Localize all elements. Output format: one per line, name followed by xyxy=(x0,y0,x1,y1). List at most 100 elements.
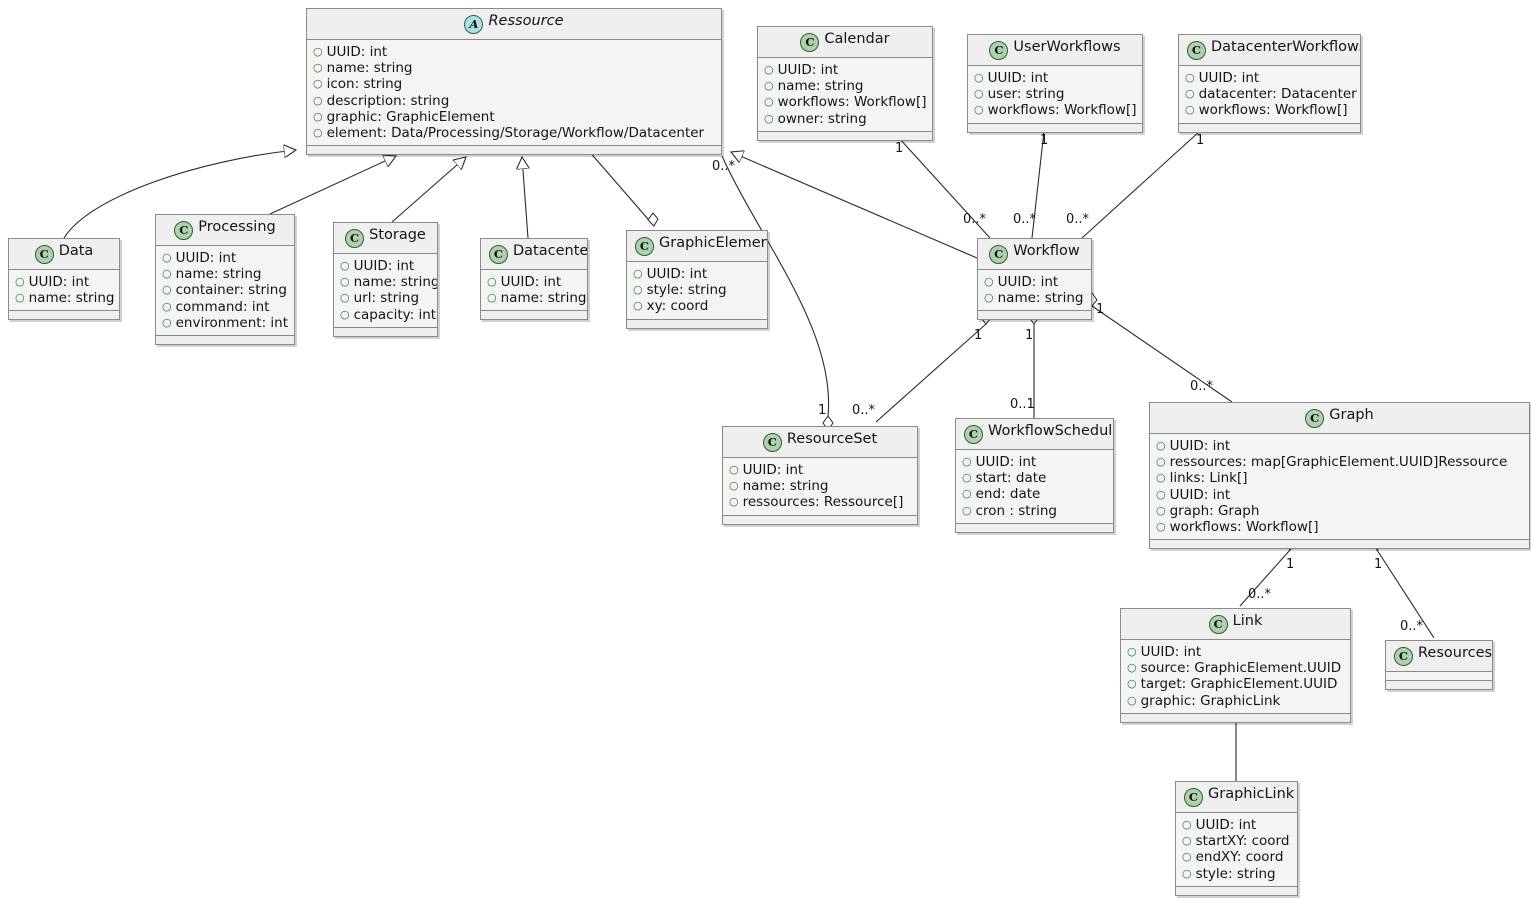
attribute-text: graphic: GraphicElement xyxy=(326,108,495,125)
public-visibility-icon: ○ xyxy=(1127,693,1137,707)
class-icon: C xyxy=(489,245,508,264)
public-visibility-icon: ○ xyxy=(962,503,972,517)
attribute-row: ○xy: coord xyxy=(633,298,761,314)
public-visibility-icon: ○ xyxy=(1127,645,1137,658)
public-visibility-icon: ○ xyxy=(764,111,774,125)
class-methods-compartment xyxy=(758,131,932,140)
attribute-row: ○links: Link[] xyxy=(1156,470,1523,486)
attribute-text: owner: string xyxy=(777,110,867,127)
public-visibility-icon: ○ xyxy=(313,126,323,140)
attribute-text: user: string xyxy=(987,86,1065,103)
attribute-row: ○UUID: int xyxy=(313,44,715,60)
attribute-text: links: Link[] xyxy=(1169,470,1248,487)
attribute-text: name: string xyxy=(997,290,1084,307)
attribute-row: ○capacity: int xyxy=(340,307,436,323)
attribute-row: ○graphic: GraphicLink xyxy=(1127,693,1344,709)
public-visibility-icon: ○ xyxy=(1182,850,1192,864)
public-visibility-icon: ○ xyxy=(340,275,350,289)
multiplicity-label: 1 xyxy=(1196,133,1205,148)
class-methods-compartment xyxy=(1179,123,1360,132)
public-visibility-icon: ○ xyxy=(764,79,774,93)
class-attributes-workflow: ○UUID: int○name: string xyxy=(978,270,1091,312)
class-methods-compartment xyxy=(9,311,119,320)
attribute-row: ○name: string xyxy=(162,266,288,282)
public-visibility-icon: ○ xyxy=(962,471,972,485)
multiplicity-label: 1 xyxy=(1096,302,1105,317)
attribute-text: environment: int xyxy=(175,314,289,331)
attribute-row: ○endXY: coord xyxy=(1182,849,1291,865)
attribute-text: UUID: int xyxy=(1195,817,1257,833)
class-name: DatacenterWorkflows xyxy=(1211,39,1361,55)
attribute-text: UUID: int xyxy=(28,274,90,290)
public-visibility-icon: ○ xyxy=(313,61,323,75)
class-attributes-resourceset: ○UUID: int○name: string○ressources: Ress… xyxy=(723,458,917,516)
class-attributes-data: ○UUID: int○name: string xyxy=(9,270,119,312)
attribute-text: name: string xyxy=(777,78,864,95)
attribute-text: ressources: map[GraphicElement.UUID]Ress… xyxy=(1169,454,1508,471)
attribute-text: xy: coord xyxy=(646,298,709,315)
diamond-ressource-graphicelement xyxy=(647,212,659,227)
class-icon: C xyxy=(989,41,1009,60)
public-visibility-icon: ○ xyxy=(974,87,984,101)
attribute-row: ○name: string xyxy=(764,78,926,94)
class-methods-compartment xyxy=(156,336,294,345)
attribute-text: workflows: Workflow[] xyxy=(777,94,927,111)
attribute-text: workflows: Workflow[] xyxy=(987,102,1137,119)
public-visibility-icon: ○ xyxy=(1185,87,1195,101)
class-name: Ressource xyxy=(488,13,564,29)
class-icon: C xyxy=(1184,788,1203,807)
class-attributes-graph: ○UUID: int○ressources: map[GraphicElemen… xyxy=(1150,434,1529,541)
attribute-row: ○UUID: int xyxy=(633,266,761,282)
attribute-text: name: string xyxy=(500,290,587,307)
public-visibility-icon: ○ xyxy=(984,275,994,288)
class-methods-compartment xyxy=(627,319,767,328)
attribute-text: cron : string xyxy=(975,502,1057,519)
attribute-row: ○end: date xyxy=(962,486,1107,502)
public-visibility-icon: ○ xyxy=(974,71,984,84)
attribute-text: command: int xyxy=(175,298,270,315)
class-icon: C xyxy=(1305,409,1325,428)
class-name: GraphicLink xyxy=(1208,786,1295,802)
attribute-row: ○UUID: int xyxy=(1156,487,1523,503)
attribute-row: ○environment: int xyxy=(162,315,288,331)
public-visibility-icon: ○ xyxy=(962,455,972,468)
class-name: Link xyxy=(1232,613,1263,629)
class-name: Workflow xyxy=(1013,243,1080,259)
attribute-row: ○name: string xyxy=(729,478,911,494)
class-methods-compartment xyxy=(334,327,437,336)
multiplicity-label: 1 xyxy=(1025,328,1034,343)
attribute-text: datacenter: Datacenter xyxy=(1198,86,1357,103)
public-visibility-icon: ○ xyxy=(313,93,323,107)
attribute-text: ressources: Ressource[] xyxy=(742,494,904,511)
class-icon: C xyxy=(800,33,820,52)
public-visibility-icon: ○ xyxy=(340,259,350,272)
attribute-row: ○url: string xyxy=(340,290,431,306)
class-methods-compartment xyxy=(1121,713,1350,722)
attribute-text: name: string xyxy=(28,290,115,307)
multiplicity-label: 1 xyxy=(974,328,983,343)
attribute-row: ○UUID: int xyxy=(764,62,926,78)
class-attributes-processing: ○UUID: int○name: string○container: strin… xyxy=(156,246,294,337)
public-visibility-icon: ○ xyxy=(633,283,643,297)
